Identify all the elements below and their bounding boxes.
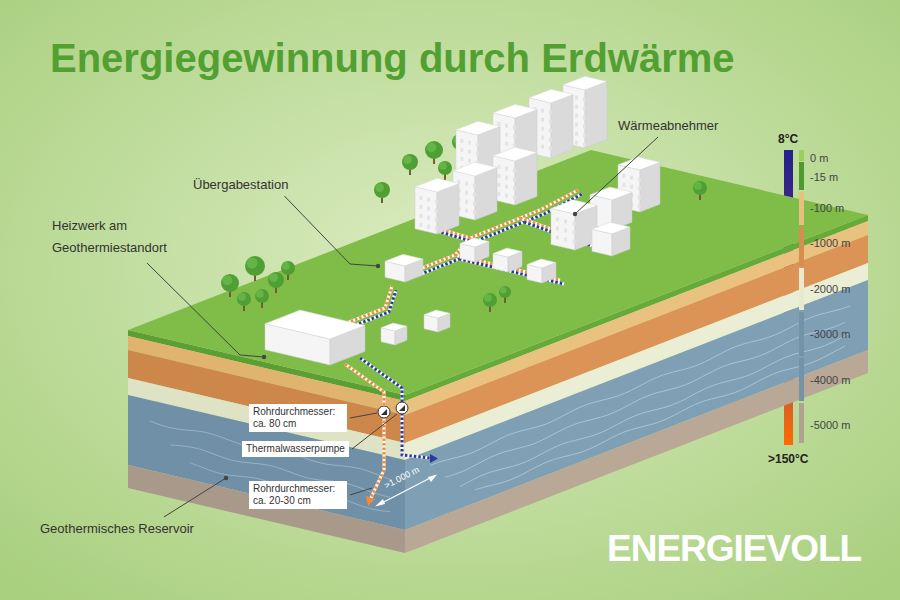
temperature-label: >150°C bbox=[768, 452, 809, 466]
ground-surface bbox=[128, 150, 868, 395]
legend-swatch bbox=[799, 358, 804, 401]
soil-layer-left bbox=[128, 465, 405, 553]
tree bbox=[268, 272, 284, 293]
building bbox=[551, 200, 597, 250]
depth-label: -4000 m bbox=[810, 374, 850, 386]
water-wave bbox=[460, 333, 850, 487]
leader-line bbox=[350, 413, 377, 418]
tree bbox=[245, 256, 265, 281]
tree bbox=[693, 181, 707, 200]
leader-line bbox=[147, 263, 264, 357]
label-box: Rohrdurchmesser: ca. 80 cm bbox=[249, 404, 347, 432]
leader-line bbox=[575, 137, 658, 214]
production-well bbox=[345, 364, 384, 500]
dimension-arrowhead bbox=[375, 499, 385, 507]
tree bbox=[255, 289, 269, 308]
tree bbox=[425, 141, 443, 164]
legend-swatch bbox=[799, 312, 804, 356]
leader-dot bbox=[573, 212, 577, 216]
leader-line bbox=[284, 196, 378, 266]
water-wave bbox=[445, 322, 845, 477]
tree bbox=[221, 274, 239, 297]
legend-swatch bbox=[799, 192, 804, 225]
tree bbox=[483, 293, 497, 312]
building bbox=[493, 248, 522, 272]
building bbox=[415, 178, 459, 234]
building bbox=[460, 238, 489, 262]
callout-label: Heizwerk am Geothermiestandort bbox=[52, 215, 222, 259]
building bbox=[265, 310, 365, 365]
leader-dot bbox=[262, 355, 266, 359]
building bbox=[381, 323, 407, 345]
tree bbox=[499, 286, 511, 303]
building bbox=[527, 259, 556, 283]
building bbox=[453, 162, 497, 220]
water-wave bbox=[190, 463, 390, 512]
building bbox=[592, 222, 630, 256]
title: Energiegewinnung durch Erdwärme bbox=[50, 36, 735, 81]
flow-arrowhead bbox=[430, 454, 438, 463]
box-text: Rohrdurchmesser: ca. 20-30 cm bbox=[253, 483, 343, 507]
callout-label: Geothermisches Reservoir bbox=[40, 521, 194, 536]
leader-dot bbox=[376, 264, 380, 268]
depth-label: -1000 m bbox=[810, 237, 850, 249]
depth-label: 0 m bbox=[810, 152, 828, 164]
pump-symbol bbox=[378, 406, 390, 418]
legend-swatch bbox=[799, 403, 804, 443]
depth-label: -15 m bbox=[810, 171, 838, 183]
leader-dot bbox=[224, 476, 228, 480]
brand-watermark: ENERGIEVOLL bbox=[607, 528, 861, 570]
label-box: Thermalwasserpumpe bbox=[242, 441, 349, 457]
legend-swatch bbox=[799, 162, 804, 190]
label-box: Rohrdurchmesser: ca. 20-30 cm bbox=[249, 481, 347, 509]
tree bbox=[438, 161, 452, 180]
box-text: Thermalwasserpumpe bbox=[246, 443, 345, 455]
injection-well bbox=[360, 358, 430, 458]
callout-label: Wärmeabnehmer bbox=[618, 118, 718, 133]
building bbox=[493, 147, 537, 205]
production-well-base bbox=[345, 364, 384, 500]
depth-label: -100 m bbox=[810, 202, 844, 214]
depth-label: -2000 m bbox=[810, 283, 850, 295]
depth-label: -3000 m bbox=[810, 328, 850, 340]
legend-swatch bbox=[799, 150, 804, 161]
temperature-label: 8°C bbox=[778, 132, 798, 146]
water-wave bbox=[475, 346, 845, 490]
pump-symbol bbox=[396, 402, 408, 414]
depth-label: -5000 m bbox=[810, 419, 850, 431]
tree bbox=[374, 182, 390, 203]
legend-swatch bbox=[799, 268, 804, 310]
leader-line bbox=[352, 414, 397, 449]
dimension-arrowhead bbox=[428, 475, 437, 483]
injection-well-base bbox=[360, 358, 430, 458]
building bbox=[385, 254, 423, 282]
tree bbox=[402, 154, 418, 175]
building bbox=[424, 310, 450, 332]
callout-label: Übergabestation bbox=[193, 177, 288, 192]
legend-swatch bbox=[799, 227, 804, 266]
leader-line bbox=[350, 488, 372, 495]
tree bbox=[237, 292, 251, 311]
flow-arrowhead bbox=[366, 496, 375, 506]
leader-line bbox=[164, 478, 226, 517]
box-text: Rohrdurchmesser: ca. 80 cm bbox=[253, 406, 343, 430]
water-wave bbox=[430, 306, 850, 465]
